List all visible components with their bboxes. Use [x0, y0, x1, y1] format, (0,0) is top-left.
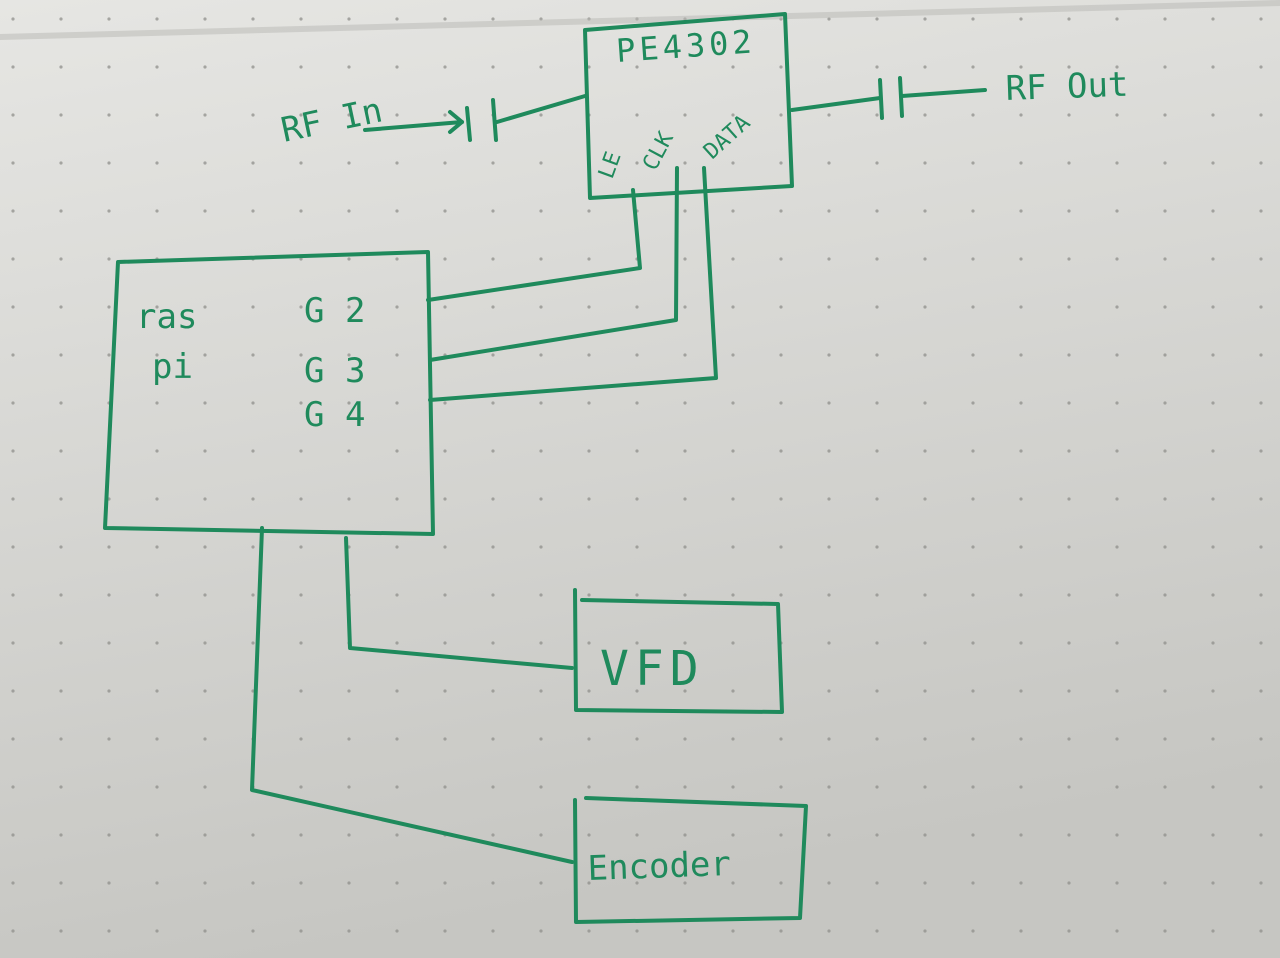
rf-in-capacitor-plate-a	[465, 106, 472, 142]
raspi-pin-g4-label: G 4	[304, 395, 365, 435]
rf-in-to-chip-wire	[495, 94, 587, 124]
board-frame-edge	[0, 0, 1280, 40]
wire-raspi-encoder	[250, 526, 574, 864]
rf-in-capacitor-plate-b	[491, 98, 498, 142]
rf-out-wire	[900, 88, 987, 98]
wire-clk-g3	[428, 166, 679, 362]
raspi-label-line2: pi	[152, 347, 193, 387]
chip-to-rf-out-wire	[790, 96, 882, 112]
vfd-label: VFD	[600, 641, 705, 697]
wire-le-g2	[426, 188, 642, 302]
encoder-label: Encoder	[587, 844, 732, 889]
raspi-label-line1: ras	[136, 297, 197, 337]
wire-data-g4	[428, 166, 718, 402]
wire-raspi-vfd	[344, 536, 574, 670]
rf-in-wire	[363, 120, 464, 132]
encoder-box	[573, 796, 808, 924]
rf-in-arrowhead	[448, 110, 464, 134]
raspi-pin-g2-label: G 2	[304, 291, 365, 331]
rf-out-label: RF Out	[1005, 65, 1129, 109]
raspi-box	[103, 250, 435, 536]
vfd-box	[573, 588, 784, 714]
pe4302-box	[583, 12, 794, 200]
raspi-pin-g3-label: G 3	[304, 351, 365, 391]
rf-out-capacitor-plate-a	[878, 78, 884, 120]
